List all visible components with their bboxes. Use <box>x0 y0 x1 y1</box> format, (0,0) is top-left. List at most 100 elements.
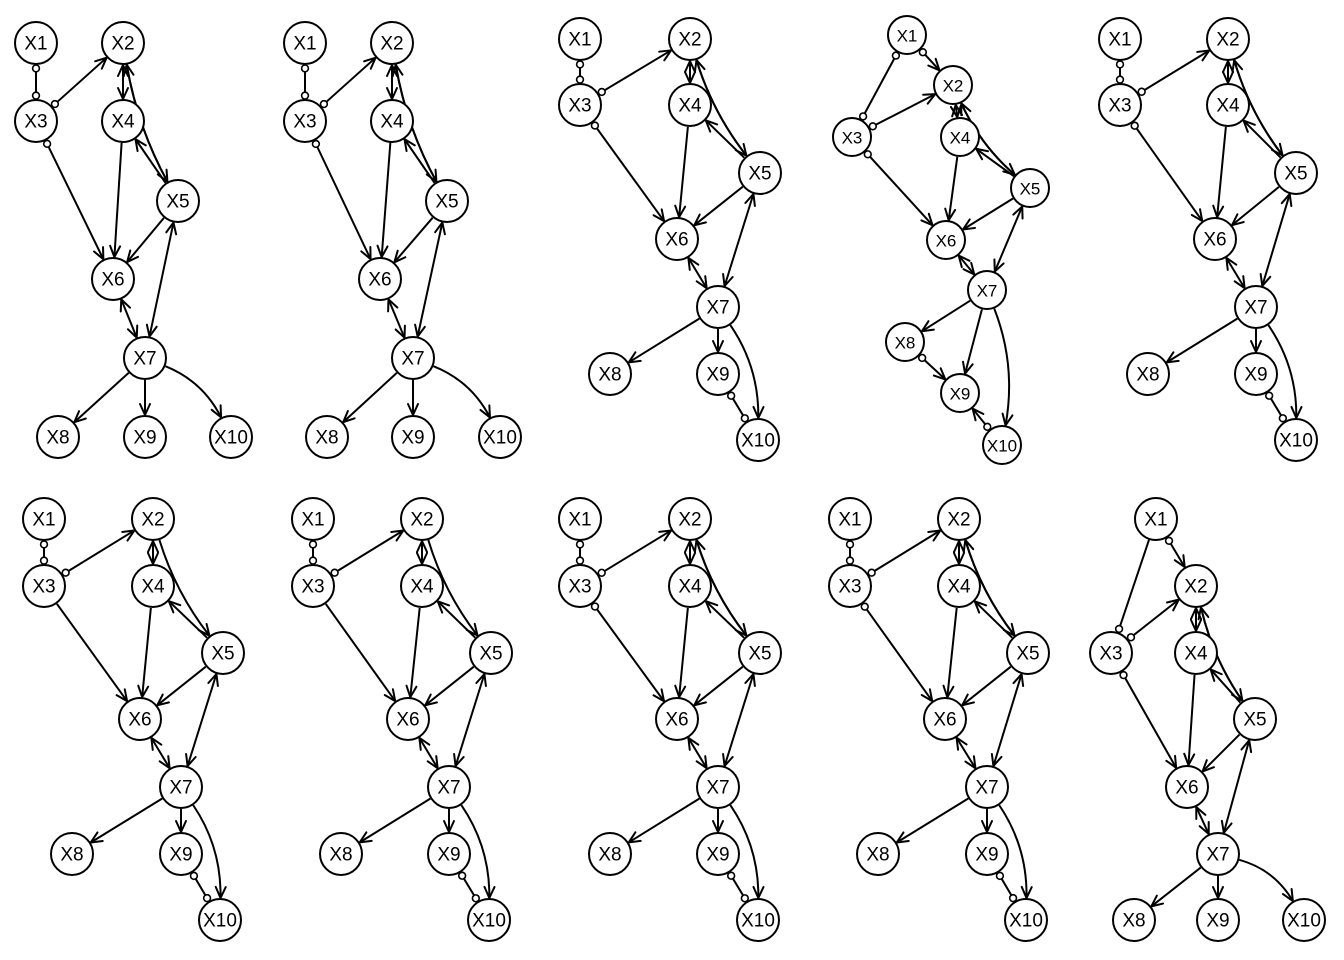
edge-x5-x7-tail-arrowhead <box>434 221 446 236</box>
node-x8-label: X8 <box>60 845 83 866</box>
edge-x7-x10-head-arrowhead <box>1281 888 1294 903</box>
edge-x1-x3-head-circle-endpoint <box>575 75 585 84</box>
node-x9: X9 <box>1234 352 1278 396</box>
node-x2: X2 <box>1174 564 1218 608</box>
node-x8-circle <box>36 415 80 459</box>
edge-x5-x6-head-arrowhead <box>1201 759 1215 773</box>
node-x3-circle <box>828 564 872 608</box>
node-x2-label: X2 <box>678 30 701 51</box>
node-x5: X5 <box>1006 631 1050 675</box>
node-x10: X10 <box>1282 898 1326 942</box>
node-x9: X9 <box>391 415 435 459</box>
node-x2-circle <box>1174 564 1218 608</box>
node-x7-label: X7 <box>1244 298 1267 319</box>
edge-x4-x6 <box>405 607 421 699</box>
node-x1: X1 <box>887 15 927 55</box>
edge-x3-x2-head-arrowhead <box>658 49 673 62</box>
edge-x5-x6-head-arrowhead <box>961 693 975 707</box>
edge-x1-x3-head-circle-endpoint <box>39 556 49 565</box>
node-x1-label: X1 <box>1108 30 1131 51</box>
node-x2-circle <box>400 497 444 541</box>
node-x6: X6 <box>358 257 402 301</box>
edge-x5-x6-head-arrowhead <box>126 249 139 264</box>
node-x7-circle <box>696 285 740 329</box>
node-x3-label: X3 <box>1099 644 1122 665</box>
node-x8-circle <box>50 832 94 876</box>
edge-x1-x3 <box>1114 539 1150 634</box>
node-x6-label: X6 <box>936 232 957 251</box>
edge-x3-x2 <box>1137 49 1211 96</box>
node-x4-circle <box>668 564 712 608</box>
edge-x3-x2-line <box>1138 49 1210 95</box>
node-x2-label: X2 <box>111 34 134 55</box>
edge-x3-x6-line <box>44 140 105 260</box>
node-x3-label: X3 <box>568 577 591 598</box>
edge-x5-x6 <box>693 185 744 227</box>
edge-x3-x2 <box>330 529 405 577</box>
node-x9-circle <box>391 415 435 459</box>
edge-x10-x9-head-arrowhead <box>971 407 985 422</box>
edge-x9-x10 <box>726 391 750 423</box>
edge-x7-x9 <box>139 380 151 416</box>
node-x7: X7 <box>123 336 167 380</box>
edge-x1-x3 <box>845 540 855 565</box>
node-x3: X3 <box>1098 83 1142 127</box>
node-x4-label: X4 <box>678 96 702 117</box>
node-x1-circle <box>1098 17 1142 61</box>
edge-x3-x6-tail-circle-endpoint <box>863 150 872 159</box>
node-x6: X6 <box>923 697 967 741</box>
edge-x9-x10 <box>726 871 750 903</box>
edge-x3-x2-head-arrowhead <box>1165 598 1180 612</box>
edge-x5-x6 <box>393 217 434 264</box>
edge-x7-x8-line <box>90 797 163 844</box>
edge-x3-x6 <box>42 139 105 261</box>
edge-x4-x6-head-arrowhead <box>1183 752 1196 767</box>
edge-x7-x8-head-arrowhead <box>342 409 356 424</box>
node-x9-label: X9 <box>1244 365 1267 386</box>
node-x6-label: X6 <box>933 710 956 731</box>
edge-x1-x3-head-circle-endpoint <box>1115 75 1125 84</box>
node-x6-circle <box>358 257 402 301</box>
edge-x5-x7-line <box>993 206 1024 272</box>
node-x8-label: X8 <box>1136 365 1159 386</box>
edge-x9-x10-head-circle-endpoint <box>1278 414 1288 423</box>
edge-x5-x7-head-arrowhead <box>722 753 734 768</box>
edge-x9-x10-tail-circle-endpoint <box>726 391 736 400</box>
edge-x1-x3 <box>308 540 318 565</box>
edge-x10-x9 <box>971 407 992 431</box>
edge-x9-x10-tail-circle-endpoint <box>189 871 199 881</box>
edge-x3-x2-line <box>1127 598 1180 641</box>
node-x10: X10 <box>198 898 242 942</box>
edge-x7-x10 <box>993 308 1014 427</box>
edge-x7-x10-head-arrowhead <box>1001 412 1014 427</box>
node-x5-label: X5 <box>166 192 189 213</box>
edge-x3-x2-head-arrowhead <box>658 529 673 542</box>
edge-x5-x6-head-arrowhead <box>693 213 707 227</box>
node-x4-circle <box>370 99 414 143</box>
edge-x5-x4 <box>973 600 1013 639</box>
edge-x5-x4-head-arrowhead <box>436 600 451 614</box>
node-x5-circle <box>738 631 782 675</box>
edge-x7-x10 <box>192 804 227 900</box>
edge-x6-x7 <box>150 736 171 770</box>
node-x7-circle <box>123 336 167 380</box>
edge-x5-x2-head-arrowhead <box>960 102 972 117</box>
edge-x5-x6 <box>961 665 1012 707</box>
node-x10-label: X10 <box>214 428 248 449</box>
node-x9-circle <box>1196 898 1240 942</box>
node-x9-circle <box>159 832 203 876</box>
edge-x7-x10-curve <box>192 804 222 899</box>
edge-x4-x6-line <box>1187 674 1196 766</box>
edge-x5-x7-tail-arrowhead <box>165 221 178 236</box>
node-x6-label: X6 <box>396 710 419 731</box>
node-x6-circle <box>1165 765 1209 809</box>
node-x4: X4 <box>668 564 712 608</box>
node-x4-circle <box>668 83 712 127</box>
edge-x9-x10 <box>1264 391 1288 423</box>
edge-x4-x6 <box>674 126 689 219</box>
node-x6: X6 <box>926 220 966 260</box>
edge-x6-x7-line <box>957 254 976 276</box>
node-x2-circle <box>668 17 712 61</box>
